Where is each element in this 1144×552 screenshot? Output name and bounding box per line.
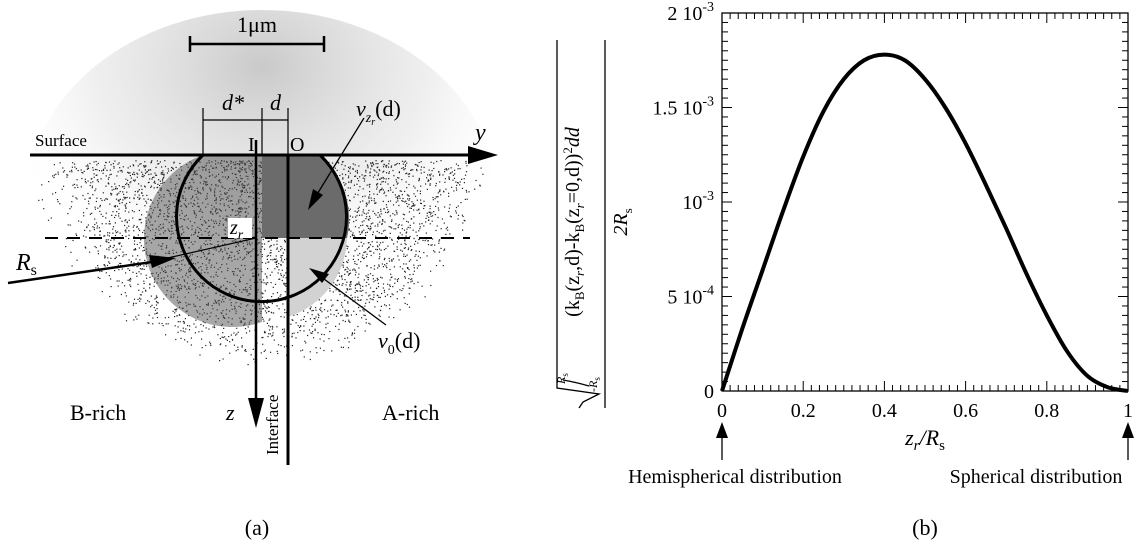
plot-frame <box>721 12 1129 392</box>
vzr-label: vzr(d) <box>356 96 401 128</box>
y-tick-labels: 0 5 10-4 10-3 1.5 10-3 2 10-3 <box>652 0 714 403</box>
dstar-label: d* <box>222 90 244 115</box>
vzr-arrowhead <box>308 189 323 210</box>
zr-label: zr <box>229 217 244 243</box>
annotation-right-arrowhead <box>1122 422 1134 438</box>
annotation-right: Spherical distribution <box>950 466 1123 488</box>
panel-b-label: (b) <box>912 515 938 540</box>
series-point <box>862 58 866 62</box>
b-rich-label: B-rich <box>70 400 126 425</box>
left-half-shade <box>143 155 262 328</box>
annotation-left-arrowhead <box>716 422 728 438</box>
x-tick-label: 0.8 <box>1034 400 1059 422</box>
y-tick-label: 2 10-3 <box>667 0 714 25</box>
series-point <box>1106 385 1110 389</box>
point-I-label: I <box>248 134 255 156</box>
annotation-left: Hemispherical distribution <box>628 466 842 488</box>
radius-arrowhead <box>149 255 176 268</box>
vzr-pointer-line <box>315 117 365 197</box>
v0-label: v0(d) <box>378 328 420 358</box>
rs-label: Rs <box>15 250 37 279</box>
series-point <box>1126 389 1130 393</box>
x-axis-label: zr/Rs <box>904 425 945 454</box>
panel-a: 1μm d* d Surface y I O z Interface zr Rs <box>7 10 498 540</box>
y-axis-label-group: (kB(zr,d)-kB(zr=0,d))2dd Rs -Rs 2Rs <box>554 40 635 409</box>
panel-a-label: (a) <box>245 515 269 540</box>
d-label: d <box>270 90 282 115</box>
y-axis-label: y <box>473 120 486 146</box>
series-point <box>720 389 724 393</box>
v0-pointer-line <box>319 275 387 326</box>
series-points <box>720 53 1130 393</box>
series-point <box>1065 349 1069 353</box>
x-tick-labels: 0 0.2 0.4 0.6 0.8 1 <box>717 400 1133 422</box>
z-axis-arrowhead <box>248 398 264 428</box>
y-label-int-upper: Rs <box>554 373 570 385</box>
series-point <box>740 327 744 331</box>
series-point <box>1085 374 1089 378</box>
y-tick-label: 5 10-4 <box>667 284 714 309</box>
y-axis-arrowhead <box>468 146 498 164</box>
series-point <box>822 109 826 113</box>
panel-b: (kB(zr,d)-kB(zr=0,d))2dd Rs -Rs 2Rs 0 5 1… <box>554 0 1134 540</box>
x-tick-label: 0 <box>717 400 727 422</box>
x-tick-label: 1 <box>1123 400 1133 422</box>
y-label-denominator: 2Rs <box>610 208 635 235</box>
series-point <box>1025 272 1029 276</box>
left-center-shade <box>262 155 288 238</box>
x-tick-label: 0.4 <box>872 400 897 422</box>
y-label-integral-sign <box>562 379 590 387</box>
series-point <box>842 77 846 81</box>
a-rich-label: A-rich <box>382 400 439 425</box>
z-axis-label: z <box>225 400 235 425</box>
series-point <box>984 183 988 187</box>
series-point <box>761 268 765 272</box>
series-point <box>903 58 907 62</box>
series-point <box>943 106 947 110</box>
series-point <box>1004 226 1008 230</box>
series-point <box>781 209 785 213</box>
x-tick-label: 0.2 <box>791 400 816 422</box>
point-O-label: O <box>290 134 304 156</box>
series-point <box>801 155 805 159</box>
y-label-int-lower: -Rs <box>586 377 602 392</box>
series-line <box>720 52 1129 393</box>
y-tick-label: 1.5 10-3 <box>652 95 714 120</box>
y-label-sqrt-sign <box>556 40 602 409</box>
surface-label: Surface <box>35 131 87 150</box>
series-point <box>882 53 886 57</box>
v0-arrowhead <box>309 268 329 283</box>
series-point <box>964 141 968 145</box>
scale-bar-label: 1μm <box>237 12 277 37</box>
zr-label-box <box>228 218 252 238</box>
y-label-numerator: (kB(zr,d)-kB(zr=0,d))2dd <box>560 126 587 317</box>
interface-label: Interface <box>263 395 282 455</box>
y-tick-label: 0 <box>704 381 714 403</box>
precipitate-circle <box>175 153 348 304</box>
y-tick-label: 10-3 <box>682 189 714 214</box>
x-tick-label: 0.6 <box>953 400 978 422</box>
radius-line <box>7 260 153 285</box>
axis-ticks <box>721 12 1129 392</box>
series-point <box>1045 313 1049 317</box>
series-point <box>923 77 927 81</box>
